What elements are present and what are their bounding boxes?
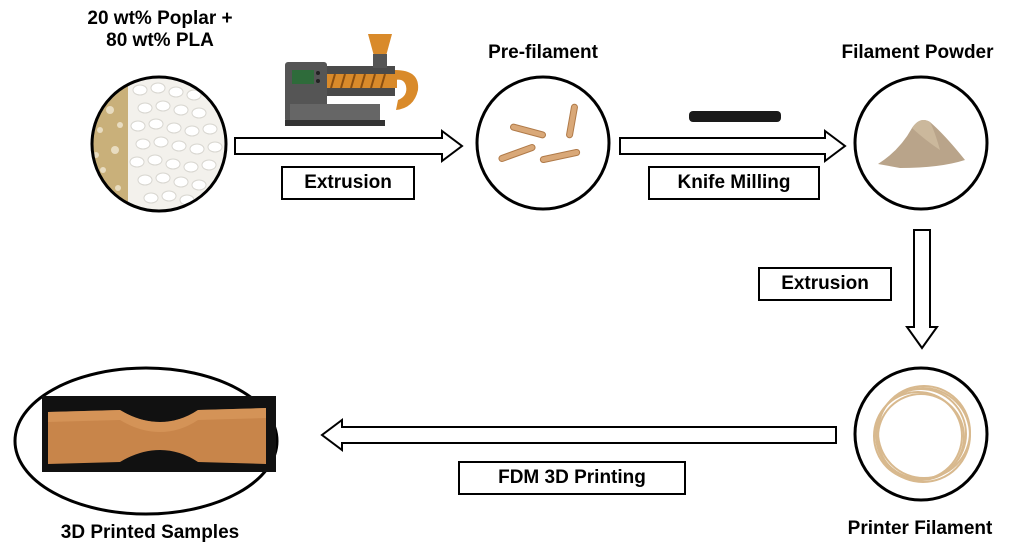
arrow-knife-milling: [619, 129, 847, 163]
arrow-extrusion-1: [234, 129, 464, 163]
pre-filament-title: Pre-filament: [488, 42, 598, 63]
knife-icon: [689, 111, 781, 122]
filament-powder-image: [853, 75, 989, 211]
printed-samples-title: 3D Printed Samples: [60, 522, 240, 543]
printed-samples-image: [13, 366, 279, 516]
extrusion-1-label: Extrusion: [281, 166, 415, 200]
extruder-machine-icon: [285, 34, 419, 126]
pre-filament-image: [475, 75, 611, 211]
printer-filament-image: [853, 366, 989, 502]
raw-material-image: [90, 75, 228, 213]
printer-filament-title: Printer Filament: [847, 518, 993, 539]
filament-powder-title: Filament Powder: [841, 42, 994, 63]
extrusion-2-label: Extrusion: [758, 267, 892, 301]
raw-material-title: 20 wt% Poplar + 80 wt% PLA: [60, 8, 260, 52]
fdm-printing-label: FDM 3D Printing: [458, 461, 686, 495]
arrow-fdm-printing: [320, 418, 837, 452]
arrow-extrusion-2: [905, 229, 939, 350]
knife-milling-label: Knife Milling: [648, 166, 820, 200]
raw-material-line1: 20 wt% Poplar +: [87, 8, 233, 29]
raw-material-line2: 80 wt% PLA: [106, 30, 214, 51]
